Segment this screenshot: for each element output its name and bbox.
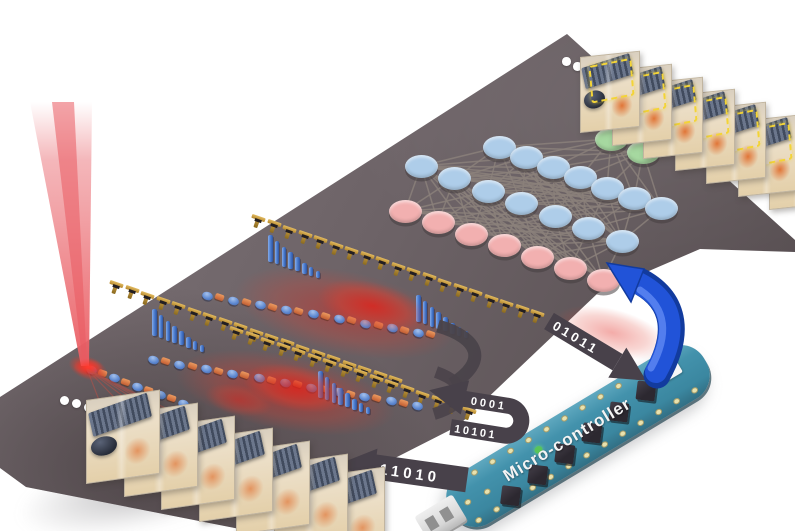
nn-node-hidden: [563, 166, 597, 190]
photo-shine: [115, 395, 128, 479]
signal-bar: [192, 340, 198, 350]
signal-bar: [186, 336, 191, 348]
output-frame: [580, 50, 640, 134]
nn-node-hidden: [572, 217, 605, 240]
nn-node-hidden: [617, 187, 651, 210]
ellipsis-dot: [562, 57, 571, 66]
nn-node-hidden: [505, 192, 538, 215]
signal-bar: [274, 241, 280, 265]
nn-node-hidden: [438, 167, 471, 190]
nn-node-input: [454, 222, 488, 246]
nn-node-hidden: [605, 229, 639, 253]
signal-bar: [158, 315, 164, 339]
signal-bar: [281, 246, 287, 267]
signal-bar: [172, 325, 177, 343]
board-chip: [500, 485, 522, 507]
nn-node-input: [487, 234, 521, 257]
nn-node-hidden: [590, 176, 624, 200]
nn-node-hidden: [536, 156, 570, 180]
ellipsis-dot: [72, 399, 81, 408]
nn-node-input: [421, 211, 455, 234]
ellipsis-dot: [573, 62, 582, 71]
nn-node-input: [520, 245, 554, 269]
usb-pin: [424, 514, 440, 531]
nn-node-hidden: [471, 179, 505, 203]
nn-node-hidden: [538, 204, 572, 228]
signal-bar: [152, 309, 157, 336]
nn-node-hidden: [482, 135, 516, 159]
nn-node-hidden: [404, 154, 438, 178]
nn-node-input: [388, 199, 422, 223]
signal-bar: [179, 331, 184, 346]
signal-bar: [165, 320, 171, 341]
ellipsis-dot: [60, 396, 69, 405]
nn-node-hidden: [509, 145, 543, 169]
signal-bar: [199, 345, 205, 353]
nn-node-hidden: [644, 197, 678, 221]
input-frame: [86, 389, 160, 484]
nn-node-input: [553, 257, 587, 280]
signal-bar: [268, 235, 273, 262]
